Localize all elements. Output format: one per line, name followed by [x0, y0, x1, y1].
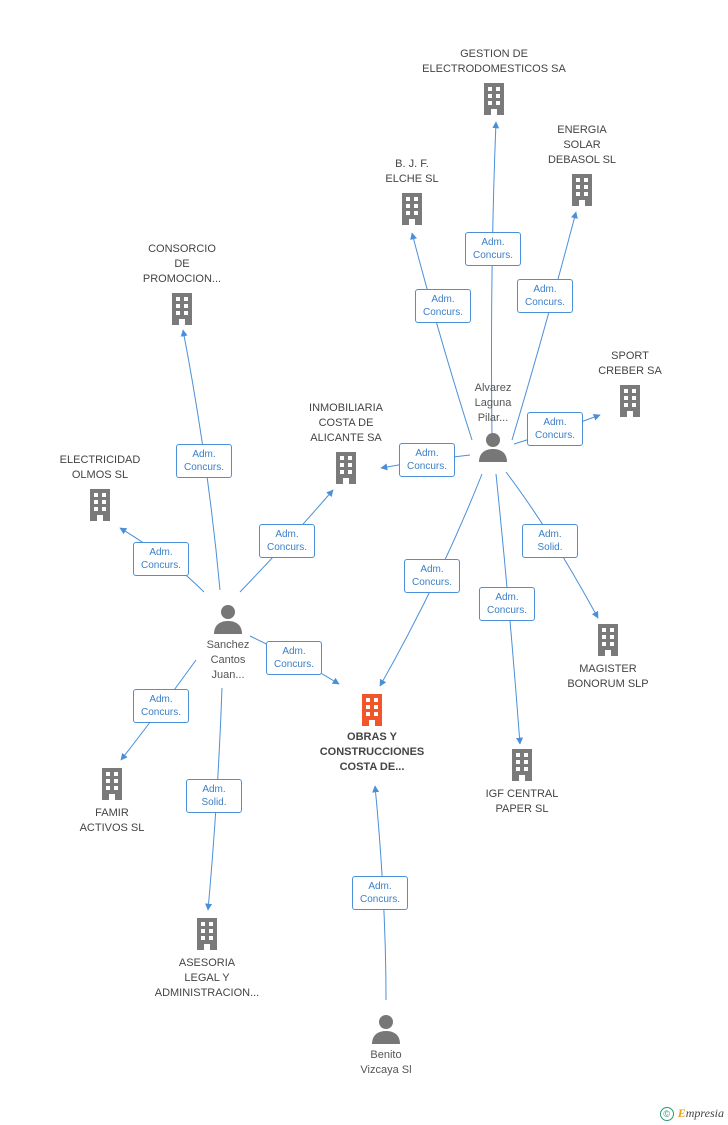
building-icon [172, 293, 192, 325]
node-benito-vizcaya[interactable]: Benito Vizcaya Sl [336, 1014, 436, 1078]
relation-label-alvarez-obras[interactable]: Adm. Concurs. [404, 559, 460, 593]
footer-brand: © Empresia [659, 1106, 724, 1121]
node-asesoria-legal-y-administracion[interactable]: ASESORIA LEGAL Y ADMINISTRACION... [142, 916, 272, 1001]
node-label: ELECTRICIDAD OLMOS SL [59, 454, 141, 481]
node-label: GESTION DE ELECTRODOMESTICOS SA [422, 48, 566, 75]
node-gestion-de-electrodomesticos[interactable]: GESTION DE ELECTRODOMESTICOS SA [414, 47, 574, 117]
building-icon [620, 385, 640, 417]
relation-label-sanchez-asesoria[interactable]: Adm. Solid. [186, 779, 242, 813]
relation-label-alvarez-igf[interactable]: Adm. Concurs. [479, 587, 535, 621]
relation-label-alvarez-energia[interactable]: Adm. Concurs. [517, 279, 573, 313]
node-sanchez-cantos-juan[interactable]: Sanchez Cantos Juan... [178, 604, 278, 683]
node-obras-y-construcciones-main[interactable]: OBRAS Y CONSTRUCCIONES COSTA DE... [302, 692, 442, 775]
link-alvarez-energia [511, 211, 578, 441]
node-label: ASESORIA LEGAL Y ADMINISTRACION... [154, 957, 260, 999]
building-icon [484, 83, 504, 115]
building-icon [336, 452, 356, 484]
building-icon [512, 749, 532, 781]
person-icon [214, 605, 242, 634]
relation-label-sanchez-famir[interactable]: Adm. Concurs. [133, 689, 189, 723]
relation-label-sanchez-electricidad[interactable]: Adm. Concurs. [133, 542, 189, 576]
node-electricidad-olmos[interactable]: ELECTRICIDAD OLMOS SL [50, 453, 150, 523]
relation-label-alvarez-magister[interactable]: Adm. Solid. [522, 524, 578, 558]
node-label: ENERGIA SOLAR DEBASOL SL [547, 124, 617, 166]
node-label: FAMIR ACTIVOS SL [79, 807, 145, 834]
building-icon [102, 768, 122, 800]
relation-label-alvarez-gestion[interactable]: Adm. Concurs. [465, 232, 521, 266]
node-famir-activos[interactable]: FAMIR ACTIVOS SL [62, 766, 162, 836]
node-label: INMOBILIARIA COSTA DE ALICANTE SA [309, 402, 383, 444]
node-label: OBRAS Y CONSTRUCCIONES COSTA DE... [319, 731, 425, 773]
node-energia-solar-debasol[interactable]: ENERGIA SOLAR DEBASOL SL [532, 123, 632, 208]
node-label: Sanchez Cantos Juan... [206, 639, 250, 681]
node-label: IGF CENTRAL PAPER SL [485, 788, 559, 815]
node-label: Benito Vizcaya Sl [360, 1049, 412, 1076]
node-bjf-elche[interactable]: B. J. F. ELCHE SL [362, 157, 462, 227]
node-sport-creber[interactable]: SPORT CREBER SA [580, 349, 680, 419]
copyright-icon: © [659, 1106, 674, 1121]
node-igf-central-paper[interactable]: IGF CENTRAL PAPER SL [472, 747, 572, 817]
link-alvarez-bjf [410, 232, 473, 441]
building-icon [197, 918, 217, 950]
node-label: Alvarez Laguna Pilar... [474, 382, 512, 424]
building-icon [90, 489, 110, 521]
building-icon [598, 624, 618, 656]
node-consorcio-de-promocion[interactable]: CONSORCIO DE PROMOCION... [132, 242, 232, 327]
node-alvarez-laguna-pilar[interactable]: Alvarez Laguna Pilar... [443, 381, 543, 462]
relation-label-alvarez-sport[interactable]: Adm. Concurs. [527, 412, 583, 446]
building-icon [362, 694, 382, 726]
relation-label-sanchez-inmobiliaria[interactable]: Adm. Concurs. [259, 524, 315, 558]
node-label: CONSORCIO DE PROMOCION... [142, 243, 222, 285]
node-inmobiliaria-costa-de-alicante[interactable]: INMOBILIARIA COSTA DE ALICANTE SA [296, 401, 396, 486]
node-label: B. J. F. ELCHE SL [385, 158, 439, 185]
node-magister-bonorum[interactable]: MAGISTER BONORUM SLP [558, 622, 658, 692]
building-icon [402, 193, 422, 225]
person-icon [372, 1015, 400, 1044]
relation-label-alvarez-bjf[interactable]: Adm. Concurs. [415, 289, 471, 323]
relation-label-sanchez-consorcio[interactable]: Adm. Concurs. [176, 444, 232, 478]
building-icon [572, 174, 592, 206]
brand-logo[interactable]: Empresia [677, 1106, 724, 1120]
relation-label-alvarez-inmobiliaria[interactable]: Adm. Concurs. [399, 443, 455, 477]
person-icon [479, 433, 507, 462]
relation-label-sanchez-obras[interactable]: Adm. Concurs. [266, 641, 322, 675]
node-label: MAGISTER BONORUM SLP [567, 663, 649, 690]
relation-label-benito-obras[interactable]: Adm. Concurs. [352, 876, 408, 910]
node-label: SPORT CREBER SA [598, 350, 662, 377]
link-alvarez-gestion [491, 121, 500, 439]
